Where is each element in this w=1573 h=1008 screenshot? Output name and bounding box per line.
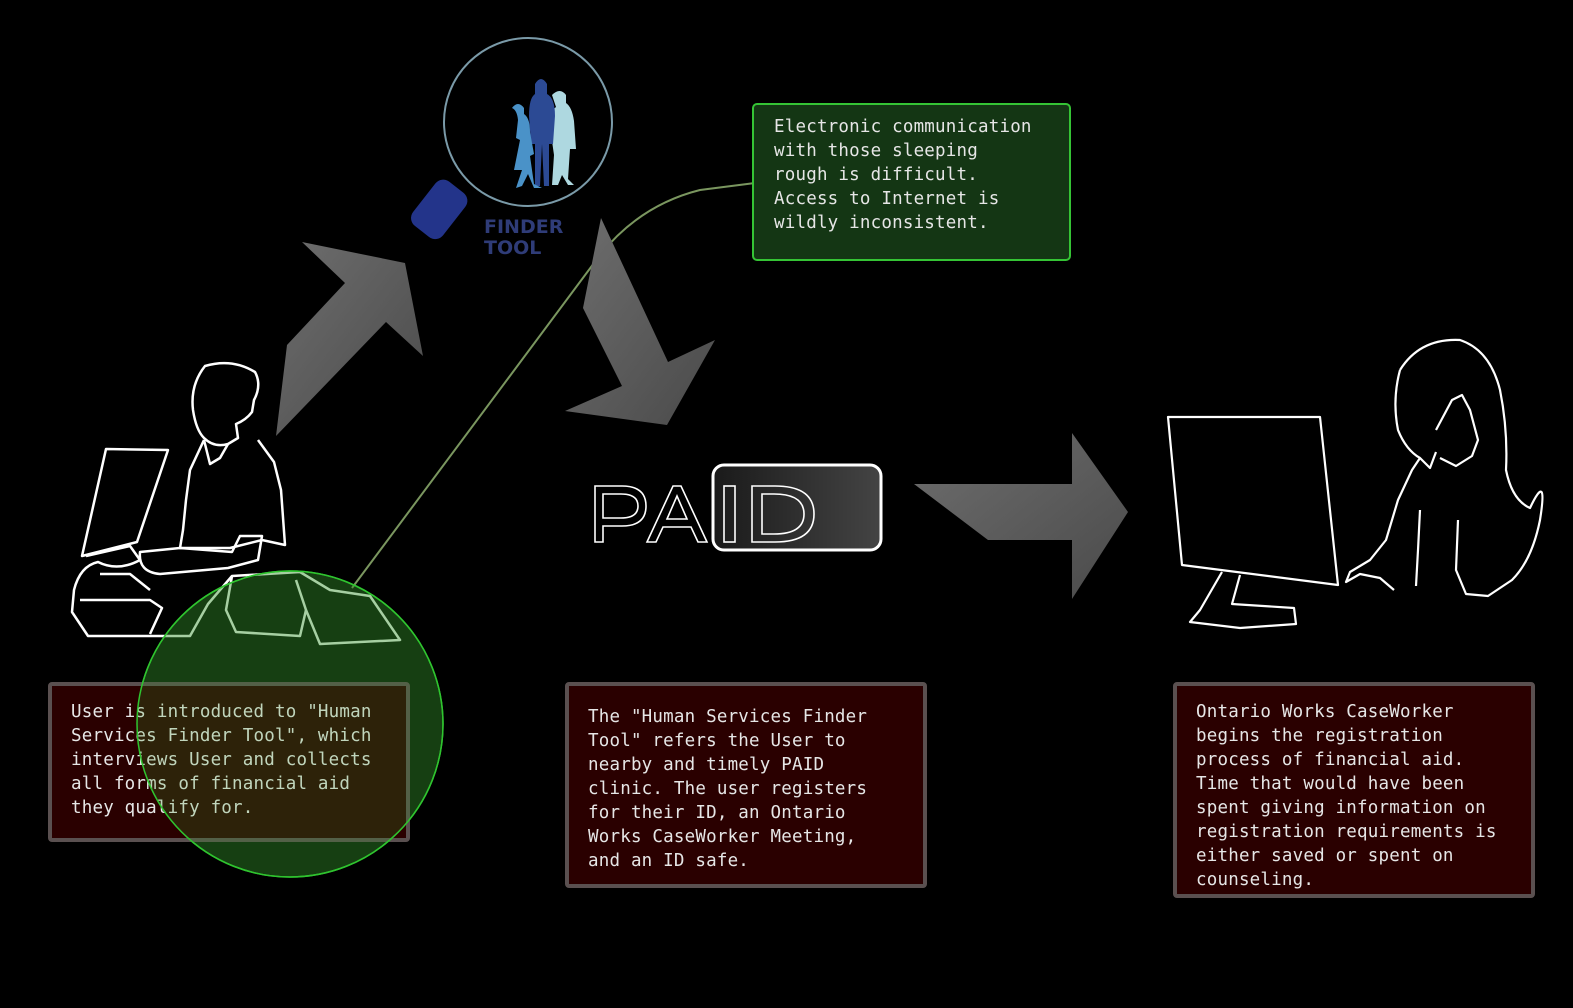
arrow-right <box>914 433 1128 599</box>
arrow-up-right <box>276 242 423 436</box>
paid-logo <box>594 463 883 552</box>
internet-access-callout: Electronic communication with those slee… <box>752 103 1071 261</box>
finder-tool-logo-icon <box>411 37 613 240</box>
step-3-description: Ontario Works CaseWorker begins the regi… <box>1173 682 1535 898</box>
step-1-description: User is introduced to "Human Services Fi… <box>48 682 410 842</box>
step-2-description: The "Human Services Finder Tool" refers … <box>565 682 927 888</box>
finder-tool-label: FINDER TOOL <box>484 216 564 259</box>
arrow-down-right <box>565 218 715 425</box>
caseworker-illustration <box>1166 338 1544 630</box>
family-silhouette-icon <box>512 79 576 188</box>
